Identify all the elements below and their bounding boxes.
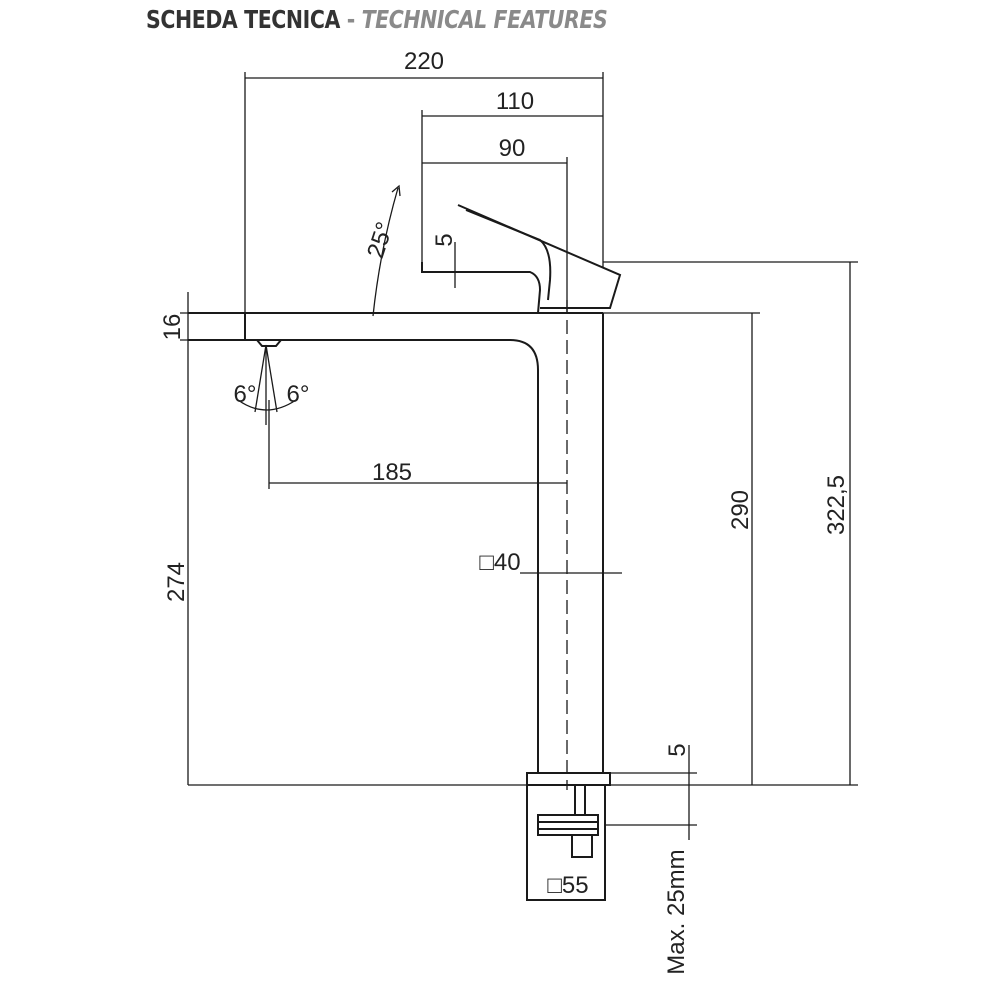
dim-spout-reach: 185 [372,459,412,486]
dim-jet-left: 6° [234,381,257,408]
title-subtitle: TECHNICAL FEATURES [361,5,608,34]
dim-body-height: 290 [727,490,754,530]
title-separator: - [346,5,356,34]
dim-spout-height: 274 [163,562,190,602]
dim-overall-width: 220 [404,48,444,75]
dimension-labels: 220 110 90 25° 5 16 6° 6° 185 □40 274 29… [159,48,850,975]
page-title: SCHEDA TECNICA - TECHNICAL FEATURES [146,2,608,38]
dim-max-deck: Max. 25mm [663,849,690,974]
title-main: SCHEDA TECNICA [146,5,340,34]
dim-jet-right: 6° [287,381,310,408]
dim-handle-axis: 90 [499,135,526,162]
faucet-outline [188,204,622,901]
dimension-lines [180,72,858,840]
dim-handle-angle: 25° [362,219,399,262]
dim-spout-thickness: 16 [159,314,186,341]
dim-flange-square: □55 [547,872,588,899]
dim-handle-rise: 5 [431,233,458,246]
dim-total-height: 322,5 [823,475,850,535]
dim-base-plate: 5 [664,743,691,756]
dim-body-square: □40 [479,549,520,576]
dim-handle-offset: 110 [496,88,534,115]
